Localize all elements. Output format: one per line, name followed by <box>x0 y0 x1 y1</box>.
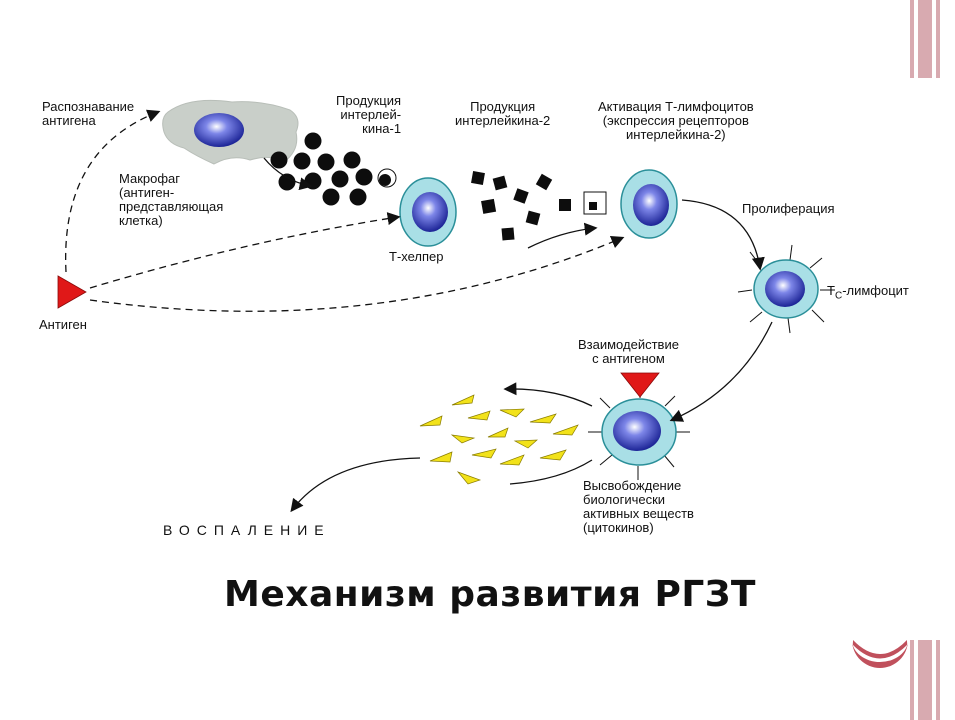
slide-title: Механизм развития РГЗТ <box>224 574 756 615</box>
antigen-triangle <box>57 275 87 309</box>
arrow-antigen-to-macrophage <box>65 109 161 273</box>
label-macrophage: Макрофаг (антиген- представляющая клетка… <box>119 171 224 228</box>
label-antigen-recognition: Распознавание антигена <box>42 99 135 128</box>
label-antigen: Антиген <box>39 317 87 332</box>
arrow-cytokines-down <box>509 459 593 485</box>
arrow-antigen-to-t-lymphocyte <box>89 236 625 312</box>
label-t-activation: Активация Т-лимфоцитов (экспрессия рецеп… <box>598 99 754 142</box>
macrophage-cell <box>162 99 299 165</box>
interleukin-1-particles <box>270 132 391 206</box>
cytokine-particles <box>419 394 579 485</box>
label-t-helper: Т-хелпер <box>389 249 444 264</box>
arrow-cytokines-up <box>503 382 593 407</box>
arrow-proliferation <box>681 199 765 271</box>
label-il2-production: Продукция интерлейкина-2 <box>455 99 551 128</box>
arrow-antigen-to-t-helper <box>89 212 401 289</box>
slide-border-decoration <box>910 0 955 720</box>
arrow-to-inflammation <box>290 457 421 513</box>
t-helper-cell <box>399 177 457 247</box>
label-antigen-interaction: Взаимодействие с антигеном <box>578 337 679 366</box>
label-inflammation: ВОСПАЛЕНИЕ <box>163 522 331 538</box>
antigen-interaction-triangle <box>620 372 660 398</box>
corner-circle-decoration <box>852 640 908 668</box>
activated-t-lymphocyte-cell <box>620 169 678 239</box>
effector-cell <box>588 383 690 480</box>
label-tc-lymphocyte: ТС-лимфоцит <box>827 283 909 302</box>
arrow-tc-to-effector <box>669 321 773 422</box>
label-il1-production: Продукция интерлей- кина-1 <box>336 93 402 136</box>
arrow-il2-to-t-lymphocyte <box>527 222 598 249</box>
interleukin-2-particles <box>471 171 597 241</box>
label-cytokine-release: Высвобождение биологически активных веще… <box>583 478 694 535</box>
cytotoxic-t-lymphocyte-cell <box>737 244 835 334</box>
arrow-macrophage-to-il1 <box>263 157 313 191</box>
label-proliferation: Пролиферация <box>742 201 835 216</box>
